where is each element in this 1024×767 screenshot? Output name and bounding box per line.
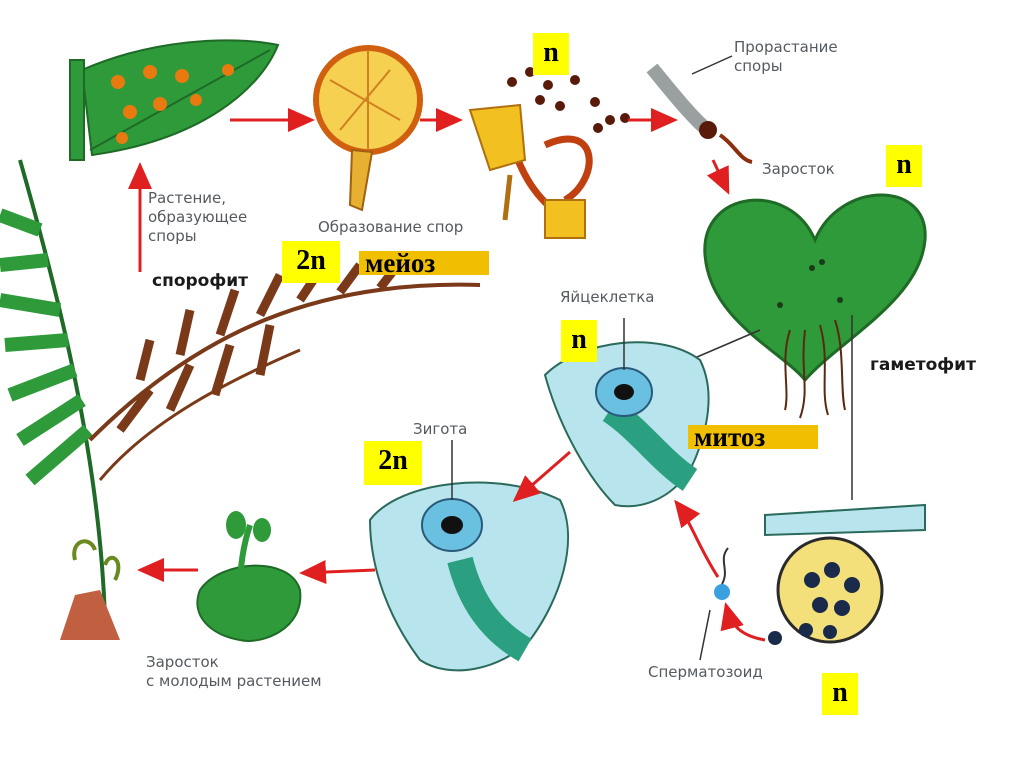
ploidy-badge-sporophyte: 2n — [282, 241, 340, 283]
spore-release-illustration — [468, 67, 630, 239]
sporophyte-label: спорофит — [152, 271, 248, 291]
sporophyte-description-label: Растение, образующее споры — [148, 189, 248, 245]
ploidy-badge-sperm: n — [822, 673, 858, 715]
spore-germination-label: Прорастание споры — [734, 38, 838, 75]
mature-fern-illustration — [0, 159, 481, 640]
prothallus-with-young-plant-illustration — [196, 511, 302, 642]
archegonium-illustration — [543, 318, 710, 508]
prothallus-label: Заросток — [762, 160, 835, 178]
gametophyte-label: гаметофит — [870, 355, 976, 375]
ploidy-badge-egg-cell: n — [561, 320, 597, 362]
ploidy-badge-zygote: 2n — [364, 441, 422, 485]
sporangium-illustration — [313, 45, 423, 212]
spore-formation-label: Образование спор — [318, 218, 464, 236]
mitosis-bar: митоз — [688, 424, 818, 451]
sperm-label: Сперматозоид — [648, 663, 763, 681]
ploidy-badge-spores: n — [533, 33, 569, 75]
zygote-label: Зигота — [413, 420, 468, 438]
egg-cell-label: Яйцеклетка — [560, 288, 655, 306]
ploidy-badge-prothallus: n — [886, 145, 922, 187]
prothallus-young-plant-label: Заросток с молодым растением — [146, 653, 322, 690]
antheridium-illustration — [764, 503, 926, 645]
sperm-illustration — [699, 547, 730, 661]
meiosis-bar: мейоз — [359, 250, 489, 277]
cycle-arrows — [128, 108, 766, 642]
zygote-illustration — [368, 440, 569, 672]
frond-with-sori-illustration — [69, 39, 280, 161]
prothallus-illustration — [689, 193, 927, 500]
germinating-spore-illustration — [646, 55, 753, 164]
